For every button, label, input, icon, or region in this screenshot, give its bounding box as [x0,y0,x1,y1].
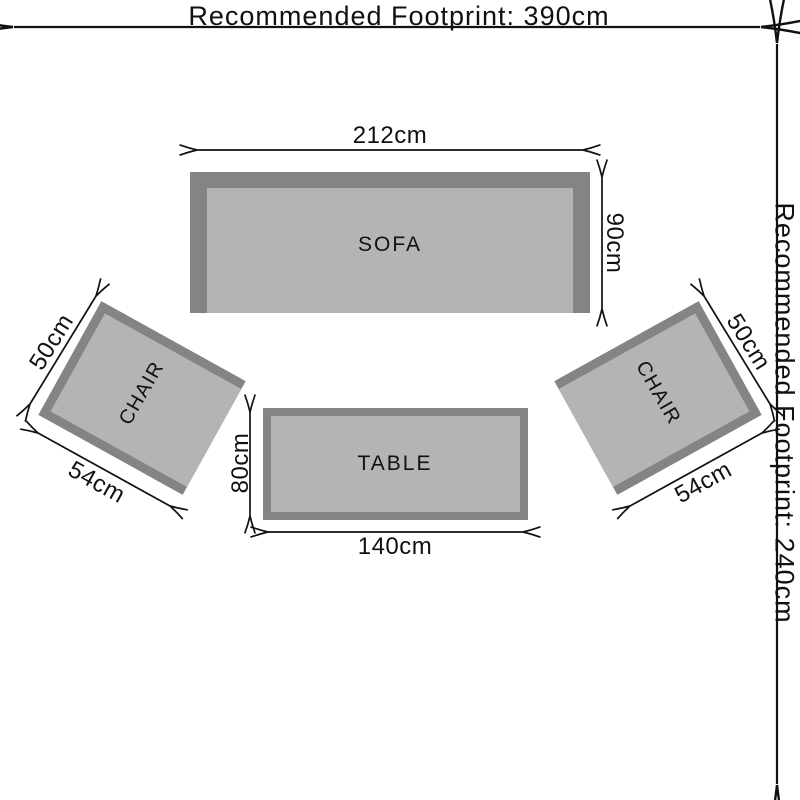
chair-right-side-label: 54cm [670,456,736,509]
chair-left-side-arrow [20,419,188,520]
chair-right-side-arrow [612,419,780,520]
chair-right-back-arrow [689,278,785,422]
sofa-shape: SOFA [190,172,590,313]
table-depth-label: 80cm [227,433,254,494]
sofa-depth-label: 90cm [601,213,628,274]
footprint-vertical-label: Recommended Footprint: 240cm [770,202,800,623]
sofa-width-label: 212cm [353,122,428,149]
table-shape: TABLE [263,408,528,520]
chair-left-back-arrow [15,278,111,422]
table-top [271,416,520,512]
footprint-horizontal-label: Recommended Footprint: 390cm [188,1,609,31]
footprint-vertical: Recommended Footprint: 240cm [763,0,800,800]
table-width-label: 140cm [358,533,433,560]
footprint-horizontal: Recommended Footprint: 390cm [0,1,800,41]
table-label: TABLE [358,452,433,475]
table-dimensions: 140cm 80cm [227,394,541,560]
chair-left-side-label: 54cm [64,456,130,509]
sofa-seat [207,188,573,313]
sofa-dimensions: 212cm 90cm [179,122,628,327]
sofa-label: SOFA [358,233,422,256]
